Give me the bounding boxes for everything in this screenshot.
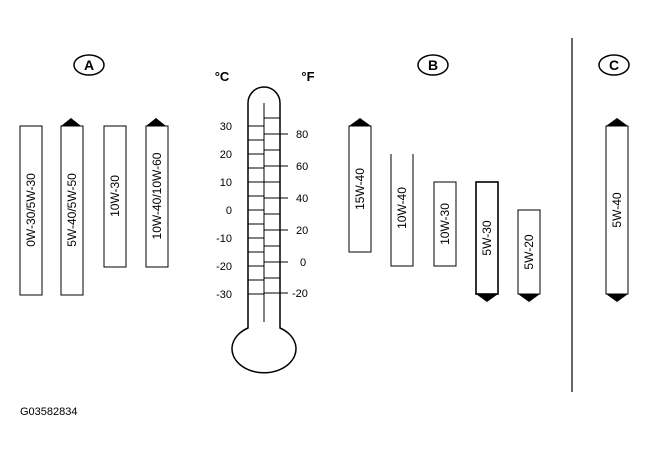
bar-b5-label: 5W-20	[522, 234, 536, 269]
bar-a3-label: 10W-30	[108, 175, 122, 217]
section-c-marker: C	[598, 54, 630, 76]
fahrenheit-unit: °F	[301, 69, 314, 84]
fahrenheit-scale	[264, 117, 288, 294]
celsius-scale	[248, 125, 264, 295]
celsius-tick-label: 30	[220, 121, 232, 133]
bar-b1: 15W-40	[348, 118, 372, 253]
celsius-tick-label: 10	[220, 177, 232, 189]
bar-b2: 10W-40	[390, 154, 414, 267]
bar-b5: 5W-20	[517, 209, 541, 302]
celsius-tick-label: -20	[216, 261, 232, 273]
celsius-tick-label: 20	[220, 149, 232, 161]
section-b-marker: B	[417, 54, 449, 76]
bar-a1: 0W-30/5W-30	[19, 125, 43, 296]
celsius-tick-label: 0	[226, 205, 232, 217]
bar-a2: 5W-40/5W-50	[60, 118, 84, 296]
fahrenheit-tick-label: 80	[296, 129, 308, 141]
bar-a1-label: 0W-30/5W-30	[24, 173, 38, 247]
section-c-label: C	[609, 57, 619, 73]
fahrenheit-tick-label: -20	[292, 288, 308, 300]
section-b-label: B	[428, 57, 438, 73]
thermometer: °C °F 30 20 10 0 -10 -20 -30	[215, 69, 315, 374]
fahrenheit-tick-label: 60	[296, 161, 308, 173]
bar-b3-label: 10W-30	[438, 203, 452, 245]
reference-code: G03582834	[20, 406, 78, 418]
bar-a4: 10W-40/10W-60	[145, 118, 169, 268]
bar-b3: 10W-30	[433, 181, 457, 267]
celsius-unit: °C	[215, 69, 230, 84]
bar-c1-label: 5W-40	[610, 192, 624, 227]
bar-a3: 10W-30	[103, 125, 127, 268]
section-a-label: A	[84, 57, 94, 73]
bar-c1: 5W-40	[605, 118, 629, 302]
fahrenheit-tick-label: 0	[300, 257, 306, 269]
fahrenheit-tick-label: 20	[296, 225, 308, 237]
bar-b4: 5W-30	[475, 181, 499, 302]
bar-a2-label: 5W-40/5W-50	[65, 173, 79, 247]
fahrenheit-tick-label: 40	[296, 193, 308, 205]
celsius-tick-label: -30	[216, 289, 232, 301]
bar-b4-label: 5W-30	[480, 220, 494, 255]
bar-b2-label: 10W-40	[395, 187, 409, 229]
bar-b1-label: 15W-40	[353, 168, 367, 210]
bar-a4-label: 10W-40/10W-60	[150, 152, 164, 239]
section-a-marker: A	[73, 54, 105, 76]
celsius-tick-label: -10	[216, 233, 232, 245]
